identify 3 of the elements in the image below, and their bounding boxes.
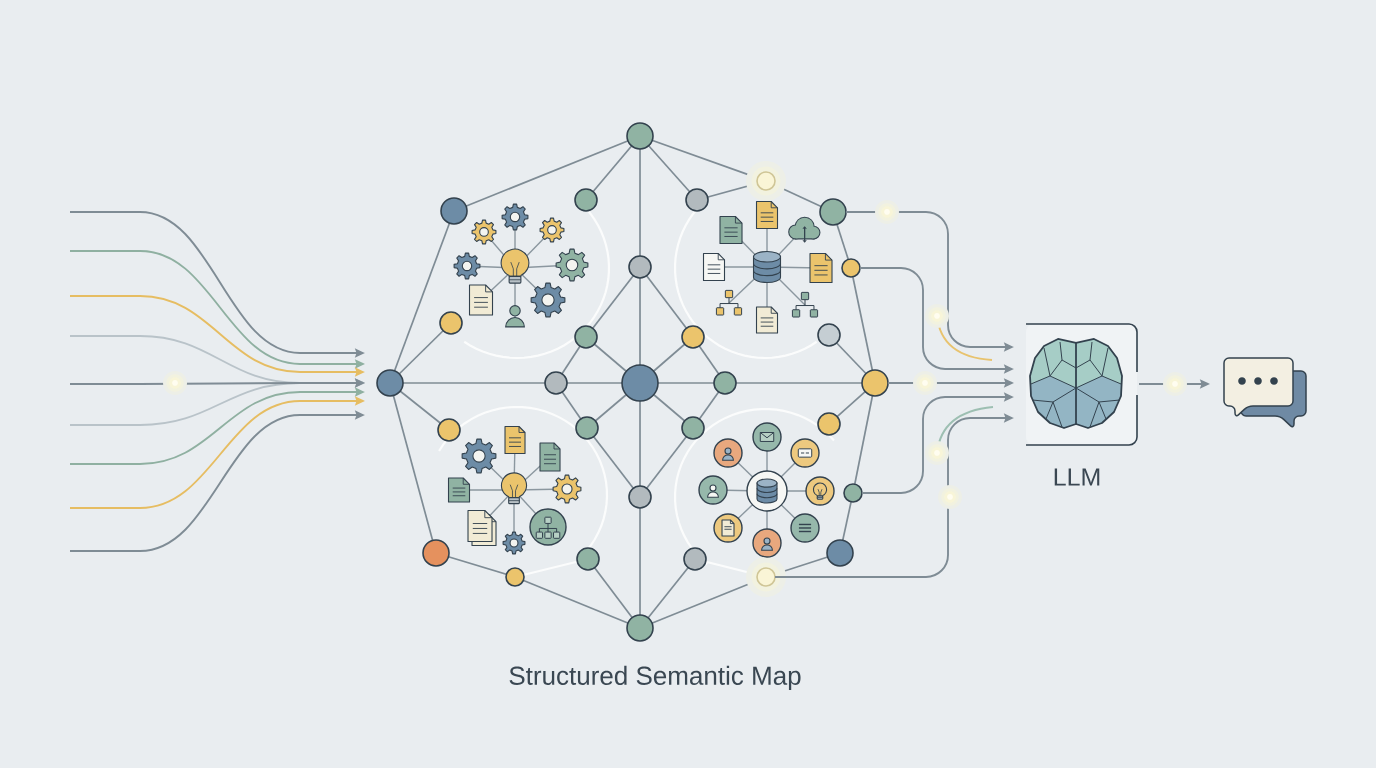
map-title: Structured Semantic Map <box>509 665 801 691</box>
llm-label: LLM <box>1054 468 1100 486</box>
chat-bubbles-icon <box>1223 357 1307 428</box>
